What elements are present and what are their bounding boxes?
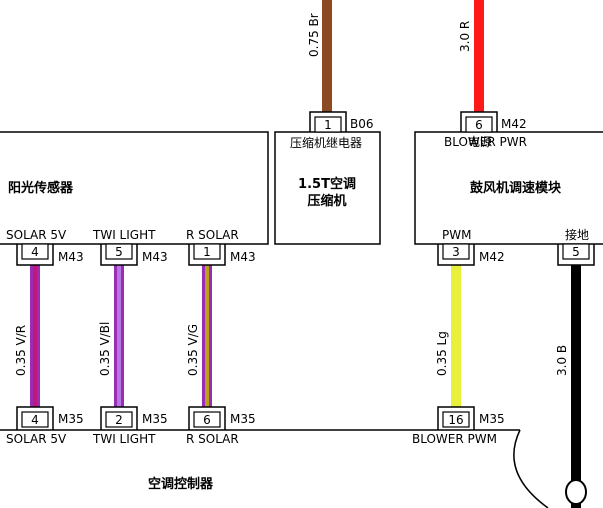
signal-label: 接地 (565, 227, 589, 242)
connector-id: M35 (479, 412, 505, 426)
signal-label: BLOWER PWM (412, 432, 497, 446)
pin-box (442, 243, 470, 260)
connector-id: B06 (350, 117, 374, 131)
pin-box (314, 116, 342, 133)
blower-module-box (414, 131, 603, 245)
module-label: 1.5T空调 (298, 176, 356, 192)
connector-shell (16, 244, 54, 266)
wire-label: 0.35 V/G (186, 324, 200, 376)
connector-shell (16, 406, 54, 430)
connector-id: M35 (58, 412, 84, 426)
pin-number: 2 (115, 413, 123, 427)
connector-shell (100, 406, 138, 430)
connector-id: M35 (142, 412, 168, 426)
pin-box (21, 411, 49, 428)
pin-box (193, 411, 221, 428)
connector-shell (100, 244, 138, 266)
wire-label: 3.0 B (555, 345, 569, 376)
connector-shell (460, 111, 498, 132)
connector-shell (437, 244, 475, 266)
module-label: 阳光传感器 (8, 180, 74, 196)
connector-shell (188, 244, 226, 266)
wire-label: 0.35 V/R (14, 325, 28, 376)
signal-label: R SOLAR (186, 228, 239, 242)
connector-id: M42 (479, 250, 505, 264)
pin-number: 16 (448, 413, 463, 427)
pin-number: 1 (324, 118, 332, 132)
pin-number: 1 (203, 245, 211, 259)
wire-label: 0.75 Br (307, 13, 321, 57)
pin-box (21, 243, 49, 260)
connector-id: M42 (501, 117, 527, 131)
pin-number: 6 (475, 118, 483, 132)
connector-shell (557, 244, 595, 266)
pin-number: 6 (203, 413, 211, 427)
pin-number: 4 (31, 413, 39, 427)
module-label: 压缩机 (307, 193, 346, 209)
wire-brown (322, 0, 332, 112)
signal-label: SOLAR 5V (6, 228, 67, 242)
pin-number: 3 (452, 245, 460, 259)
module-label: 鼓风机调速模块 (470, 180, 562, 196)
connector-id: M43 (58, 250, 84, 264)
signal-label: BLOWER PWR (444, 135, 527, 149)
connector-id: M43 (142, 250, 168, 264)
pin-box (105, 243, 133, 260)
sun-sensor-box (0, 131, 269, 245)
pin-box (442, 411, 470, 428)
ground-splice (565, 479, 587, 505)
ac-controller-curve (513, 429, 549, 508)
wire-red (474, 0, 484, 112)
connector-shell (188, 406, 226, 430)
pin-box (562, 243, 590, 260)
wire-label: 3.0 R (458, 21, 472, 52)
wire-label: 0.35 Lg (435, 331, 449, 376)
wire-solar-stripe (33, 265, 37, 407)
wire-pwm (451, 265, 461, 407)
module-label: 空调控制器 (148, 476, 214, 492)
signal-label: PWM (442, 228, 471, 242)
connector-shell (437, 406, 475, 430)
pin-number: 5 (115, 245, 123, 259)
wire-ground (571, 265, 581, 508)
signal-label: TWI LIGHT (92, 228, 156, 242)
connector-id: M35 (230, 412, 256, 426)
signal-label-overlay: 电源 (468, 135, 492, 149)
wire-label: 0.35 V/Bl (98, 322, 112, 376)
signal-label: SOLAR 5V (6, 432, 67, 446)
connector-shell (309, 111, 347, 132)
signal-label: TWI LIGHT (92, 432, 156, 446)
pin-box (193, 243, 221, 260)
pin-box (465, 116, 493, 133)
connector-id: M43 (230, 250, 256, 264)
module-label: 压缩机继电器 (290, 135, 362, 150)
wire-twi-stripe (117, 265, 121, 407)
signal-label: R SOLAR (186, 432, 239, 446)
pin-number: 4 (31, 245, 39, 259)
pin-number: 5 (572, 245, 580, 259)
wire-rsolar-stripe (205, 265, 209, 407)
pin-box (105, 411, 133, 428)
